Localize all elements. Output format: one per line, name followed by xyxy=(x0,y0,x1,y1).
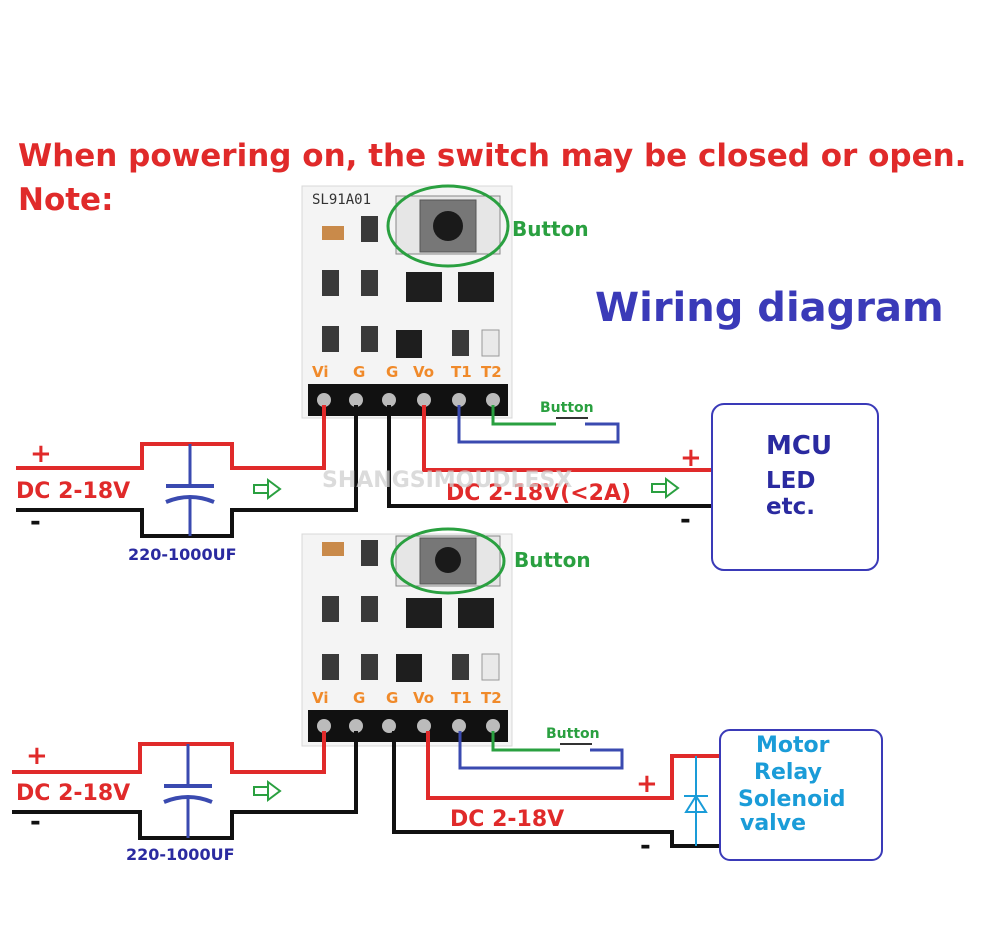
bottom-pin-t1: T1 xyxy=(451,689,472,707)
bottom-smd-2 xyxy=(361,540,378,566)
top-pin-t1: T1 xyxy=(451,363,472,381)
bottom-load-line-2: Relay xyxy=(754,760,822,785)
top-t1-wire xyxy=(457,405,620,444)
top-smd-2 xyxy=(361,216,378,242)
watermark: SHANGSIMOUDLESX xyxy=(322,468,572,493)
top-output-plus: + xyxy=(680,443,702,473)
flyback-diode xyxy=(684,756,708,846)
bottom-load-line-1: Motor xyxy=(756,733,830,758)
top-button-highlight xyxy=(386,184,510,268)
bottom-small-button-label: Button xyxy=(546,726,600,742)
top-input-negative-wire xyxy=(16,405,358,538)
bottom-pin-g2: G xyxy=(386,689,398,707)
bottom-output-minus: - xyxy=(640,831,651,861)
bottom-smd-1 xyxy=(322,542,344,556)
top-module: SL91A01 Button Vi G G Vo T1 T2 xyxy=(16,184,879,571)
bottom-regulator xyxy=(396,654,422,682)
bottom-pin-t2: T2 xyxy=(481,689,502,707)
top-output-negative-wire xyxy=(387,405,712,508)
top-pin-g1: G xyxy=(353,363,365,381)
top-input-arrow xyxy=(253,478,282,500)
top-smd-4 xyxy=(361,270,378,296)
bottom-output-voltage: DC 2-18V xyxy=(450,807,564,832)
top-output-positive-wire xyxy=(422,405,712,472)
bottom-header-pins xyxy=(308,710,508,742)
bottom-smd-3 xyxy=(322,596,339,622)
top-load-box xyxy=(711,403,879,571)
top-capacitor-label: 220-1000UF xyxy=(128,545,237,564)
bottom-output-positive-wire xyxy=(426,731,720,800)
top-button-label: Button xyxy=(512,217,589,241)
power-on-note: When powering on, the switch may be clos… xyxy=(18,138,966,174)
bottom-smd-5 xyxy=(322,654,339,680)
bottom-pin-vi: Vi xyxy=(312,689,329,707)
top-small-button-label: Button xyxy=(540,400,594,416)
top-board-model: SL91A01 xyxy=(312,192,371,208)
top-mosfet-2 xyxy=(458,272,494,302)
bottom-input-minus: - xyxy=(30,807,41,837)
top-smd-6 xyxy=(361,326,378,352)
bottom-t1-wire xyxy=(458,731,624,770)
top-pin-t2: T2 xyxy=(481,363,502,381)
top-regulator xyxy=(396,330,422,358)
bottom-load-line-4: valve xyxy=(740,811,806,836)
top-pin-vo: Vo xyxy=(413,363,434,381)
top-button-knob xyxy=(433,211,463,241)
bottom-load-box xyxy=(719,729,883,861)
top-input-minus: - xyxy=(30,507,41,537)
top-load-line-3: etc. xyxy=(766,494,815,520)
top-input-positive-wire xyxy=(16,405,326,470)
top-pin-g2: G xyxy=(386,363,398,381)
bottom-button-knob xyxy=(435,547,461,573)
top-smd-7 xyxy=(452,330,469,356)
bottom-input-negative-wire xyxy=(12,731,358,840)
top-output-minus: - xyxy=(680,505,691,535)
top-input-voltage: DC 2-18V xyxy=(16,479,130,504)
bottom-button-highlight xyxy=(390,527,506,595)
bottom-button-label: Button xyxy=(514,548,591,572)
bottom-load-line-3: Solenoid xyxy=(738,787,846,812)
bottom-t2-wire xyxy=(491,731,560,752)
top-output-arrow xyxy=(651,477,680,499)
top-smd-3 xyxy=(322,270,339,296)
top-header-pins xyxy=(308,384,508,416)
top-smd-1 xyxy=(322,226,344,240)
bottom-output-plus: + xyxy=(636,769,658,799)
top-mosfet-1 xyxy=(406,272,442,302)
diagram-title: Wiring diagram xyxy=(595,285,944,331)
top-load-line-2: LED xyxy=(766,468,815,494)
bottom-capacitor-label: 220-1000UF xyxy=(126,845,235,864)
bottom-input-plus: + xyxy=(26,741,48,771)
bottom-module: Button Vi G G Vo T1 T2 Button xyxy=(12,527,883,864)
bottom-mosfet-1 xyxy=(406,598,442,628)
bottom-input-positive-wire xyxy=(12,731,326,774)
bottom-smd-7 xyxy=(452,654,469,680)
top-t2-wire xyxy=(491,405,556,426)
bottom-input-voltage: DC 2-18V xyxy=(16,781,130,806)
bottom-input-arrow xyxy=(253,780,282,802)
bottom-output-negative-wire xyxy=(392,731,720,848)
note-label: Note: xyxy=(18,182,113,218)
bottom-smd-4 xyxy=(361,596,378,622)
top-load-line-1: MCU xyxy=(766,431,832,461)
bottom-pin-vo: Vo xyxy=(413,689,434,707)
top-pin-vi: Vi xyxy=(312,363,329,381)
top-led xyxy=(481,329,500,357)
top-output-voltage: DC 2-18V(<2A) xyxy=(446,481,631,506)
bottom-smd-6 xyxy=(361,654,378,680)
top-input-plus: + xyxy=(30,439,52,469)
bottom-pin-g1: G xyxy=(353,689,365,707)
bottom-mosfet-2 xyxy=(458,598,494,628)
bottom-led xyxy=(481,653,500,681)
top-smd-5 xyxy=(322,326,339,352)
